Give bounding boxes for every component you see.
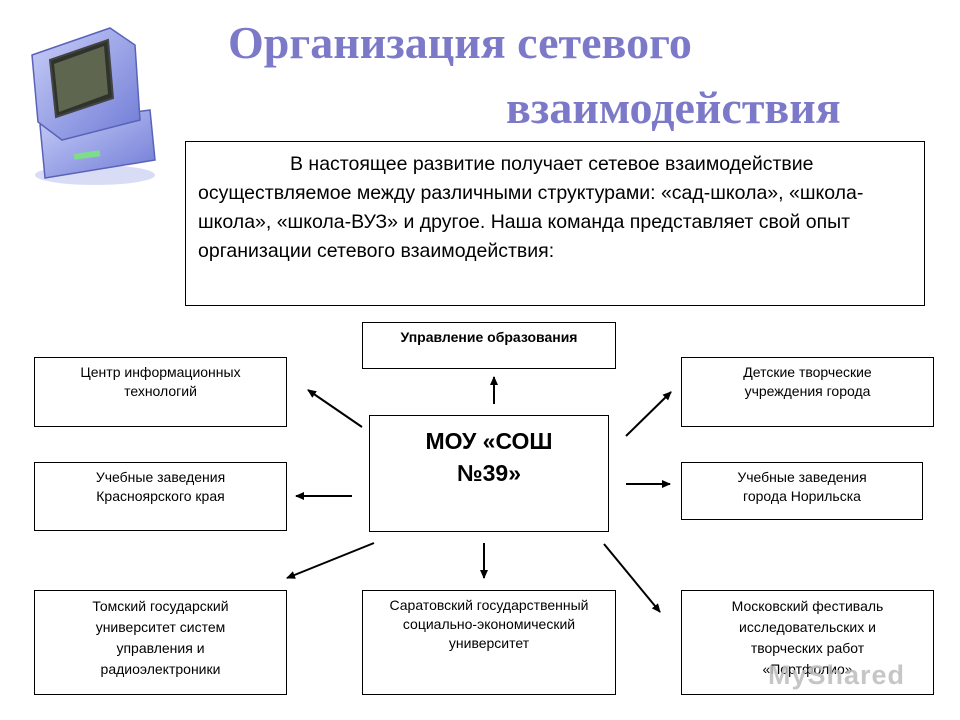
- box-center-school: МОУ «СОШ №39»: [369, 415, 609, 532]
- box-label: Учебные заведения Красноярского края: [95, 469, 226, 504]
- arrow-icon: [307, 389, 363, 428]
- box-label: Управление образования: [400, 329, 578, 345]
- box-children-creative-institutions: Детские творческие учреждения города: [681, 357, 934, 427]
- intro-text: В настоящее развитие получает сетевое вз…: [198, 153, 864, 262]
- arrow-icon: [286, 542, 375, 579]
- box-label: МОУ «СОШ №39»: [425, 428, 553, 486]
- box-krasnoyarsk-institutions: Учебные заведения Красноярского края: [34, 462, 287, 531]
- box-education-management: Управление образования: [362, 322, 616, 369]
- box-saratov-university: Саратовский государственный социально-эк…: [362, 590, 616, 695]
- box-label: Саратовский государственный социально-эк…: [389, 597, 589, 651]
- box-norilsk-institutions: Учебные заведения города Норильска: [681, 462, 923, 520]
- box-it-center: Центр информационных технологий: [34, 357, 287, 427]
- box-label: Московский фестиваль исследовательских и…: [731, 598, 884, 677]
- computer-monitor-icon: [31, 27, 156, 185]
- box-moscow-festival: Московский фестиваль исследовательских и…: [681, 590, 934, 695]
- intro-text-box: В настоящее развитие получает сетевое вз…: [185, 141, 925, 306]
- box-label: Учебные заведения города Норильска: [737, 469, 867, 504]
- arrow-icon: [625, 391, 672, 437]
- box-tomsk-university: Томский государский университет систем у…: [34, 590, 287, 695]
- page-title-line-1: Организация сетевого: [228, 17, 692, 68]
- box-label: Центр информационных технологий: [80, 364, 241, 399]
- arrow-icon: [603, 543, 661, 613]
- box-label: Томский государский университет систем у…: [92, 598, 229, 677]
- box-label: Детские творческие учреждения города: [743, 364, 872, 399]
- page-title-line-2: взаимодействия: [506, 82, 841, 133]
- watermark: MyShared: [768, 660, 906, 690]
